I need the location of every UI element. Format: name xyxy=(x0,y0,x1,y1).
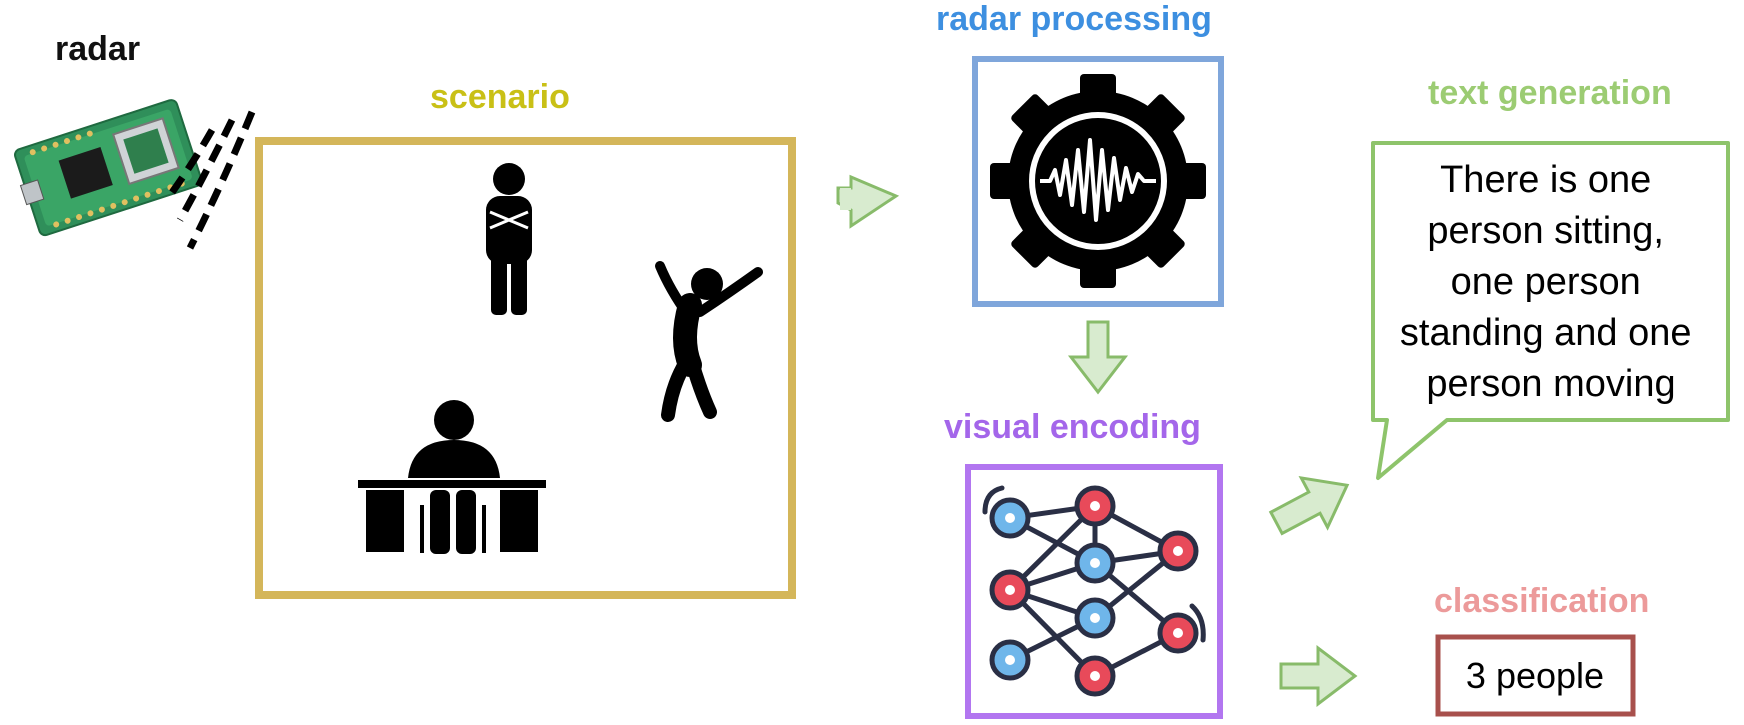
visual-encoding-box xyxy=(965,464,1223,719)
scenario-label: scenario xyxy=(430,78,570,116)
generated-text-line: person sitting, xyxy=(1427,210,1664,252)
arrow-to-classification xyxy=(1279,644,1358,708)
generated-text-line: There is one xyxy=(1440,159,1651,201)
arrow-to-encoding xyxy=(1067,320,1129,395)
moving-person-icon xyxy=(655,261,763,422)
radar-label: radar xyxy=(55,30,140,68)
classification-label: classification xyxy=(1434,582,1649,620)
neural-network-icon xyxy=(982,485,1206,697)
text-generation-bubble xyxy=(1371,141,1730,480)
generated-text: There is one person sitting, one person … xyxy=(1400,159,1702,405)
radar-processing-box xyxy=(972,56,1224,307)
sitting-person-icon xyxy=(358,400,546,554)
standing-person-icon xyxy=(486,163,532,315)
scenario-box xyxy=(255,137,796,599)
gear-waveform-icon xyxy=(990,74,1206,288)
visual-encoding-label: visual encoding xyxy=(944,408,1201,446)
text-generation-label: text generation xyxy=(1428,74,1672,112)
radar-board-icon xyxy=(14,99,203,237)
classification-box xyxy=(1435,634,1636,717)
generated-text-line: person moving xyxy=(1426,363,1675,405)
radar-processing-label: radar processing xyxy=(936,0,1212,38)
classification-result: 3 people xyxy=(1466,655,1604,696)
radar-wave-icon xyxy=(165,110,256,250)
generated-text-line: standing and one xyxy=(1400,312,1692,354)
arrow-to-text-generation xyxy=(1268,475,1350,536)
generated-text-line: one person xyxy=(1451,261,1641,303)
